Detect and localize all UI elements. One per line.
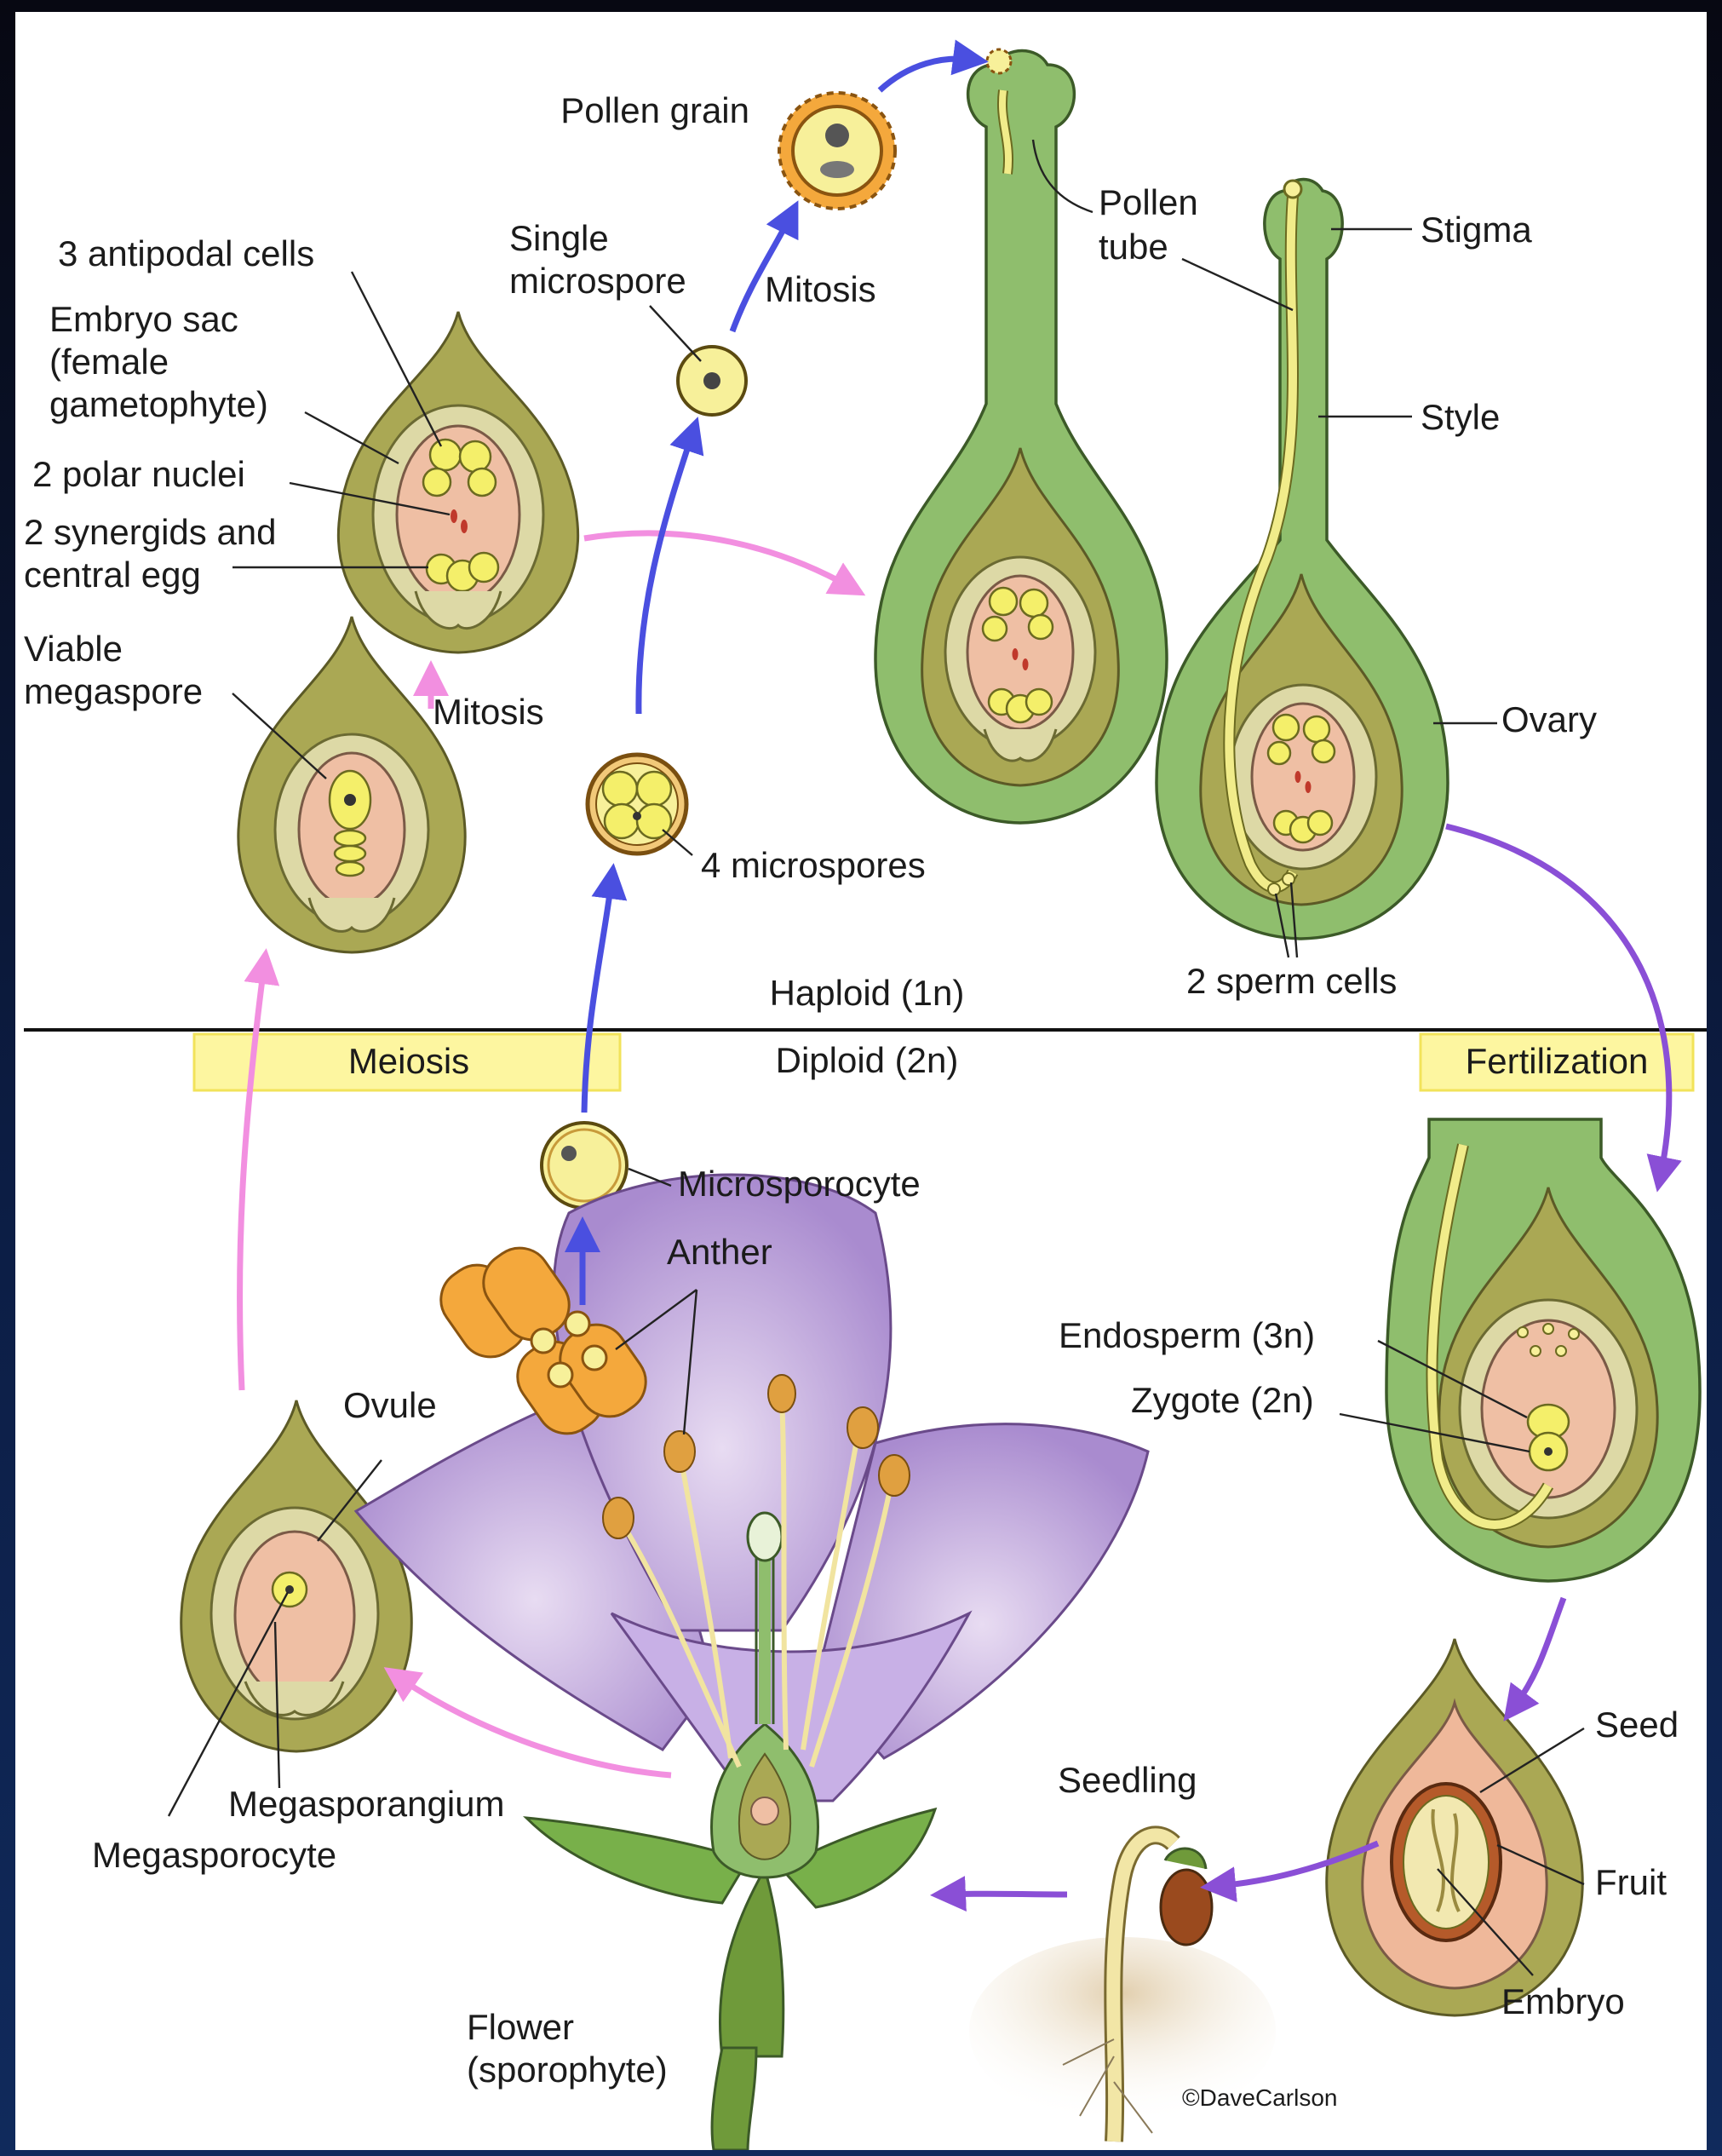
single-microspore [678, 347, 746, 415]
embryo-sac-label-2: (female [49, 342, 169, 382]
viable-megaspore-label-2: megaspore [24, 671, 203, 711]
sperm-cells-label: 2 sperm cells [1186, 961, 1397, 1001]
endosperm-label: Endosperm (3n) [1059, 1315, 1315, 1355]
arrow-to-stigma [880, 59, 971, 90]
seedling-label: Seedling [1058, 1760, 1197, 1800]
microsporocyte-label: Microsporocyte [678, 1164, 921, 1204]
four-microspores-label: 4 microspores [701, 845, 926, 885]
viable-megaspore-label-1: Viable [24, 629, 123, 669]
arrow-to-pistil [584, 533, 850, 587]
fertilized-ovary [1386, 1119, 1700, 1581]
mitosis-top-label: Mitosis [765, 269, 876, 309]
antipodal-cells-label: 3 antipodal cells [58, 233, 314, 273]
single-microspore-label-2: microspore [509, 261, 686, 301]
credit-label: ©DaveCarlson [1182, 2084, 1337, 2111]
synergids-label-2: central egg [24, 555, 201, 595]
pollen-grain-label: Pollen grain [560, 90, 749, 130]
seed-in-fruit [1327, 1639, 1583, 2015]
flower-label-2: (sporophyte) [467, 2050, 668, 2090]
anther-label: Anther [667, 1232, 772, 1272]
seed-label: Seed [1595, 1705, 1679, 1745]
synergids-label-1: 2 synergids and [24, 512, 277, 552]
embryo-sac-ovule [338, 312, 577, 653]
diploid-label: Diploid (2n) [776, 1040, 959, 1080]
stigma-label: Stigma [1421, 210, 1532, 250]
plant-life-cycle-diagram: Meiosis Fertilization Haploid (1n) Diplo… [15, 12, 1707, 2150]
ovary-label: Ovary [1501, 699, 1597, 739]
arrow-to-single-microspore [639, 434, 692, 714]
pollen-grain [779, 93, 895, 209]
fertilization-label: Fertilization [1466, 1041, 1649, 1081]
single-microspore-label-1: Single [509, 218, 609, 258]
mitosis-left-label: Mitosis [433, 692, 544, 732]
meiosis-label: Meiosis [348, 1041, 469, 1081]
pollen-tube-label-1: Pollen [1099, 182, 1198, 222]
pistil-with-pollen-tube [1157, 180, 1448, 940]
zygote-label: Zygote (2n) [1131, 1380, 1314, 1420]
fruit-label: Fruit [1595, 1862, 1667, 1902]
ovule-with-megasporocyte [181, 1400, 412, 1751]
viable-megaspore-ovule [238, 617, 465, 952]
ovule-label: Ovule [343, 1385, 437, 1425]
pollen-tube-label-2: tube [1099, 227, 1168, 267]
megasporangium-label: Megasporangium [228, 1784, 505, 1824]
polar-nuclei-label: 2 polar nuclei [32, 454, 245, 494]
style-label: Style [1421, 397, 1500, 437]
pistil-before-fertilization [875, 49, 1167, 823]
diagram-panel: Meiosis Fertilization Haploid (1n) Diplo… [15, 12, 1707, 2150]
flower-label-1: Flower [467, 2007, 574, 2047]
embryo-label: Embryo [1501, 1981, 1625, 2021]
embryo-sac-label-3: gametophyte) [49, 384, 268, 424]
embryo-sac-label-1: Embryo sac [49, 299, 238, 339]
arrow-to-seed [1514, 1598, 1564, 1707]
haploid-label: Haploid (1n) [770, 973, 965, 1013]
megasporocyte-label: Megasporocyte [92, 1835, 336, 1875]
